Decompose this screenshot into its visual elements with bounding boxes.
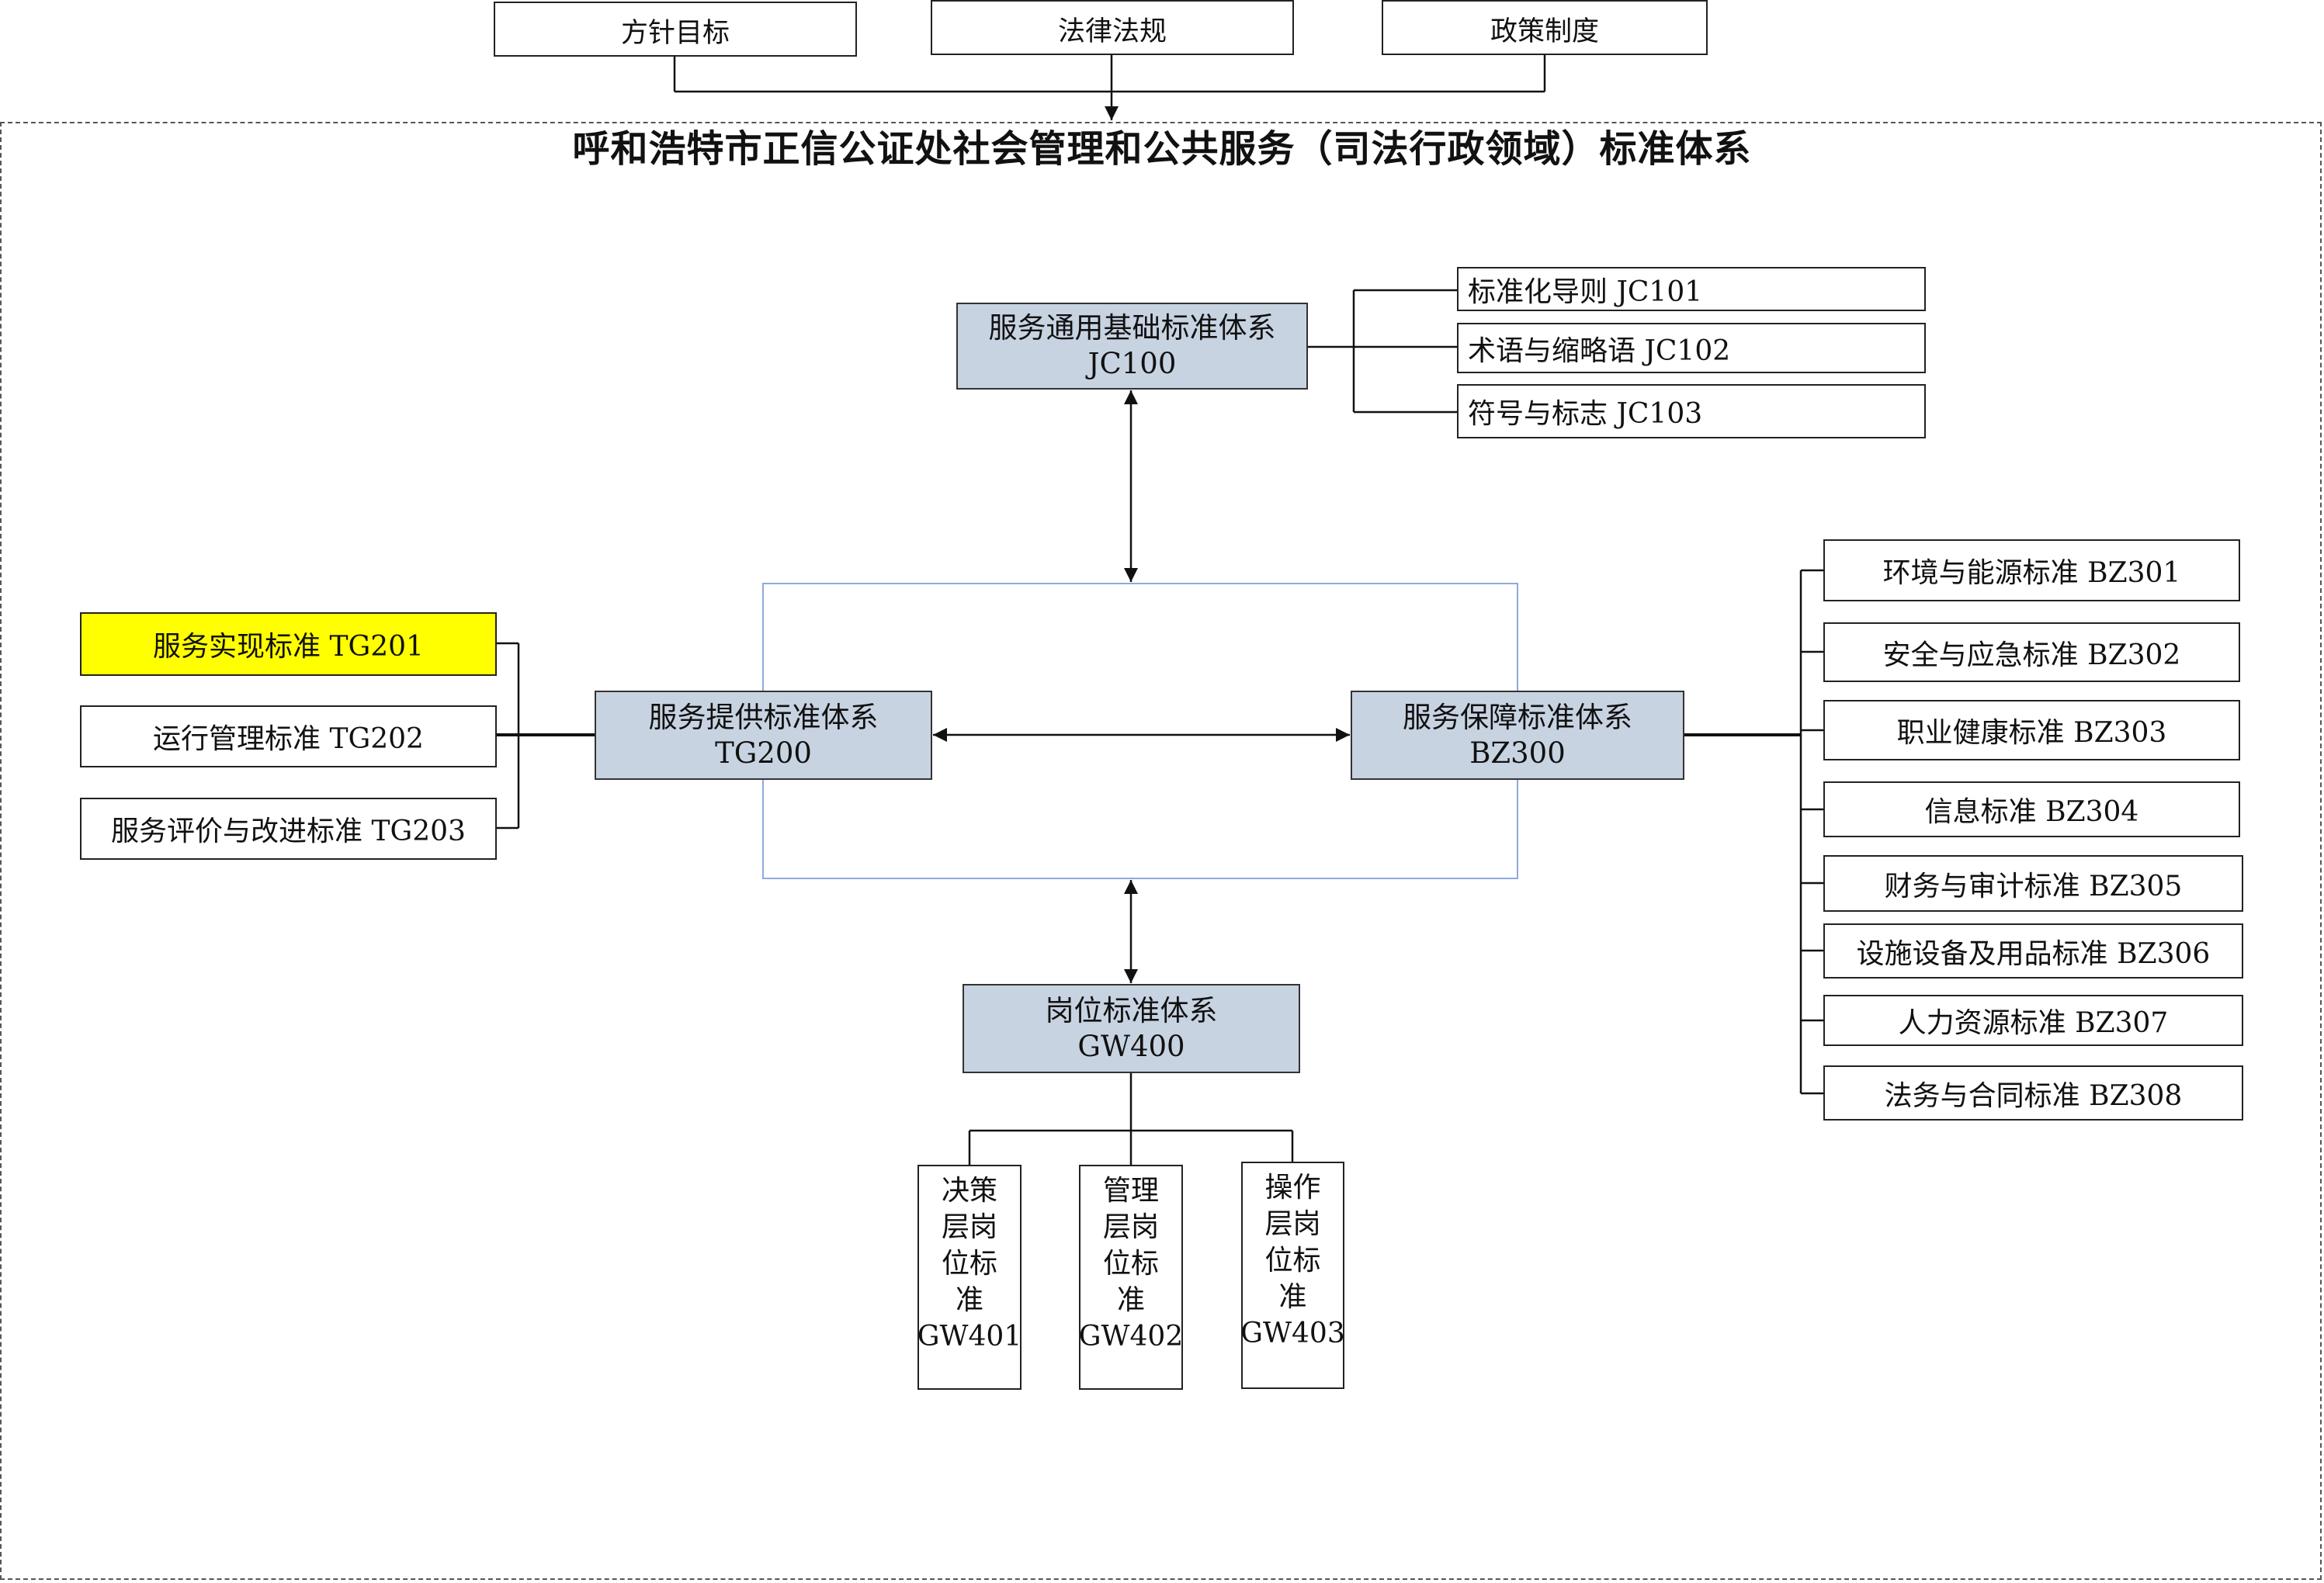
input-box-laws-regulations: 法律法规: [931, 0, 1294, 55]
jc-item-label: 符号与标志 JC103: [1468, 398, 1703, 430]
bz-item-label: 职业健康标准 BZ303: [1896, 717, 2167, 749]
jc-item-jc103: 符号与标志 JC103: [1457, 384, 1926, 438]
bz-item-bz301: 环境与能源标准 BZ301: [1823, 539, 2240, 601]
jc-item-jc101: 标准化导则 JC101: [1457, 267, 1926, 311]
connector-gw-branches: [968, 1073, 1294, 1165]
core-box-tg200: 服务提供标准体系 TG200: [595, 691, 932, 780]
gw-item-code: GW401: [917, 1321, 1022, 1353]
tg-item-tg203: 服务评价与改进标准 TG203: [80, 798, 497, 860]
tg-item-tg202: 运行管理标准 TG202: [80, 705, 497, 767]
core-box-name: 岗位标准体系: [1045, 993, 1218, 1027]
bz-item-label: 法务与合同标准 BZ308: [1884, 1079, 2183, 1112]
gw-item-code: GW402: [1078, 1321, 1184, 1353]
gw-item-name: 决策层岗位标准: [942, 1175, 998, 1316]
input-box-policy-goals: 方针目标: [494, 2, 857, 57]
bz-item-label: 设施设备及用品标准 BZ306: [1856, 937, 2211, 970]
bz-item-bz307: 人力资源标准 BZ307: [1823, 995, 2243, 1046]
gw-item-gw401: 决策层岗位标准 GW401: [917, 1165, 1022, 1390]
diagram-title: 呼和浩特市正信公证处社会管理和公共服务（司法行政领域）标准体系: [572, 129, 1752, 170]
jc-item-jc102: 术语与缩略语 JC102: [1457, 323, 1926, 373]
connector-tg-branches: [497, 642, 595, 830]
tg-item-label: 服务评价与改进标准 TG203: [111, 816, 466, 847]
connector-inputs: [673, 55, 1546, 120]
input-label: 方针目标: [620, 18, 730, 48]
jc-item-label: 标准化导则 JC101: [1468, 275, 1703, 308]
bz-item-bz305: 财务与审计标准 BZ305: [1823, 855, 2243, 912]
gw-item-code: GW403: [1240, 1318, 1345, 1349]
gw-item-name: 操作层岗位标准: [1264, 1172, 1321, 1313]
core-box-name: 服务提供标准体系: [648, 700, 879, 734]
core-box-name: 服务通用基础标准体系: [988, 311, 1276, 345]
input-box-policy-systems: 政策制度: [1382, 0, 1708, 55]
bz-item-label: 人力资源标准 BZ307: [1898, 1007, 2169, 1039]
input-label: 政策制度: [1490, 16, 1599, 47]
gw-item-gw403: 操作层岗位标准 GW403: [1240, 1162, 1345, 1389]
connector-jc-branches: [1308, 289, 1457, 414]
core-box-code: JC100: [1087, 347, 1177, 380]
bz-item-bz306: 设施设备及用品标准 BZ306: [1823, 923, 2243, 979]
bz-item-bz308: 法务与合同标准 BZ308: [1823, 1065, 2243, 1121]
connector-bz-branches: [1684, 569, 1823, 1095]
bz-item-label: 环境与能源标准 BZ301: [1882, 557, 2181, 589]
core-box-code: GW400: [1077, 1029, 1185, 1063]
core-box-name: 服务保障标准体系: [1403, 700, 1632, 734]
gw-item-gw402: 管理层岗位标准 GW402: [1079, 1165, 1183, 1390]
core-box-bz300: 服务保障标准体系 BZ300: [1351, 691, 1684, 780]
jc-item-label: 术语与缩略语 JC102: [1468, 334, 1731, 367]
gw-item-name: 管理层岗位标准: [1103, 1175, 1160, 1316]
standard-system-dashed-frame: [0, 122, 2322, 1580]
core-box-gw400: 岗位标准体系 GW400: [963, 984, 1300, 1073]
tg-item-label: 运行管理标准 TG202: [153, 723, 424, 755]
bz-item-label: 安全与应急标准 BZ302: [1882, 639, 2181, 671]
core-box-code: BZ300: [1469, 736, 1566, 770]
bz-item-label: 财务与审计标准 BZ305: [1884, 870, 2183, 902]
tg-item-label: 服务实现标准 TG201: [153, 631, 424, 663]
core-box-jc100: 服务通用基础标准体系 JC100: [956, 303, 1308, 390]
bz-item-label: 信息标准 BZ304: [1924, 796, 2139, 828]
connector-core-arrows: [933, 390, 1350, 983]
bz-item-bz303: 职业健康标准 BZ303: [1823, 700, 2240, 760]
bz-item-bz304: 信息标准 BZ304: [1823, 781, 2240, 837]
input-label: 法律法规: [1057, 16, 1167, 47]
tg-item-tg201: 服务实现标准 TG201: [80, 612, 497, 676]
core-box-code: TG200: [715, 736, 812, 770]
bz-item-bz302: 安全与应急标准 BZ302: [1823, 622, 2240, 682]
